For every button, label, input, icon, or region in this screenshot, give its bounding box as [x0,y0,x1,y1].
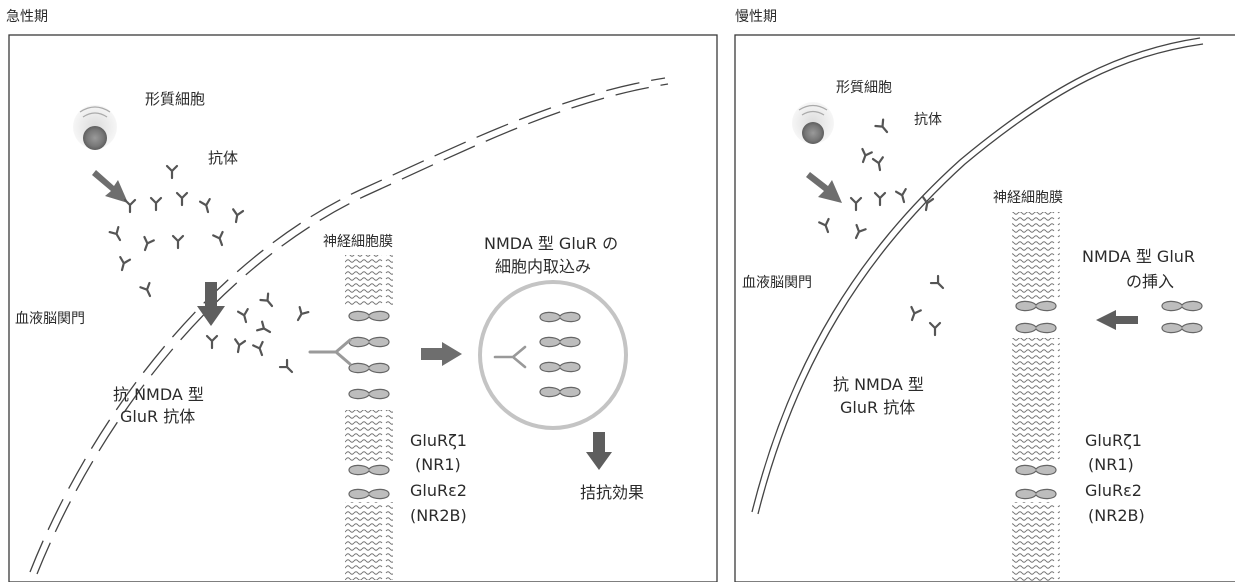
chronic-glur1-line2: (NR1) [1088,455,1134,474]
chronic-title: 慢性期 [735,8,777,25]
acute-glur1-line1: GluRζ1 [410,431,467,450]
chronic-plasma-cell-icon [792,102,834,144]
acute-receptor-stack [344,305,394,410]
chronic-bbb-label: 血液脳関門 [742,275,812,291]
acute-glur2-line2: (NR2B) [410,506,467,525]
chronic-glur1-line1: GluRζ1 [1085,431,1142,450]
acute-panel: 急性期 形質細胞 [6,9,717,582]
acute-receptor-subunits [344,462,394,502]
acute-effect-label: 拮抗効果 [580,483,644,502]
acute-bbb-label: 血液脳関門 [15,311,85,327]
acute-internalization-line1: NMDA 型 GluR の [484,234,618,253]
chronic-neuron-membrane [1012,212,1060,582]
chronic-receptor-subunits [1011,462,1061,502]
acute-title: 急性期 [6,9,48,25]
acute-membrane-label: 神経細胞膜 [323,234,393,250]
chronic-glur2-line1: GluRε2 [1085,481,1142,500]
acute-anti-antibody-line1: 抗 NMDA 型 [113,385,204,404]
chronic-glur2-line2: (NR2B) [1088,506,1145,525]
acute-neuron-membrane [345,255,393,580]
chronic-antibody-label: 抗体 [914,112,942,128]
chronic-panel: 慢性期 形質細胞 抗体 血液 [735,8,1235,582]
chronic-anti-antibody-line1: 抗 NMDA 型 [833,375,924,394]
acute-glur1-line2: (NR1) [415,455,461,474]
acute-plasma-cell-label: 形質細胞 [145,90,205,108]
chronic-membrane-receptor [1011,300,1061,338]
acute-internalization-line2: 細胞内取込み [495,257,591,276]
chronic-insertion-line2: の挿入 [1126,272,1174,291]
chronic-membrane-label: 神経細胞膜 [993,190,1063,206]
acute-antibody-label: 抗体 [208,149,238,167]
chronic-plasma-cell-label: 形質細胞 [836,80,892,96]
acute-anti-antibody-line2: GluR 抗体 [120,407,195,426]
chronic-insertion-line1: NMDA 型 GluR [1082,247,1195,266]
chronic-anti-antibody-line2: GluR 抗体 [840,398,915,417]
acute-glur2-line1: GluRε2 [410,481,467,500]
